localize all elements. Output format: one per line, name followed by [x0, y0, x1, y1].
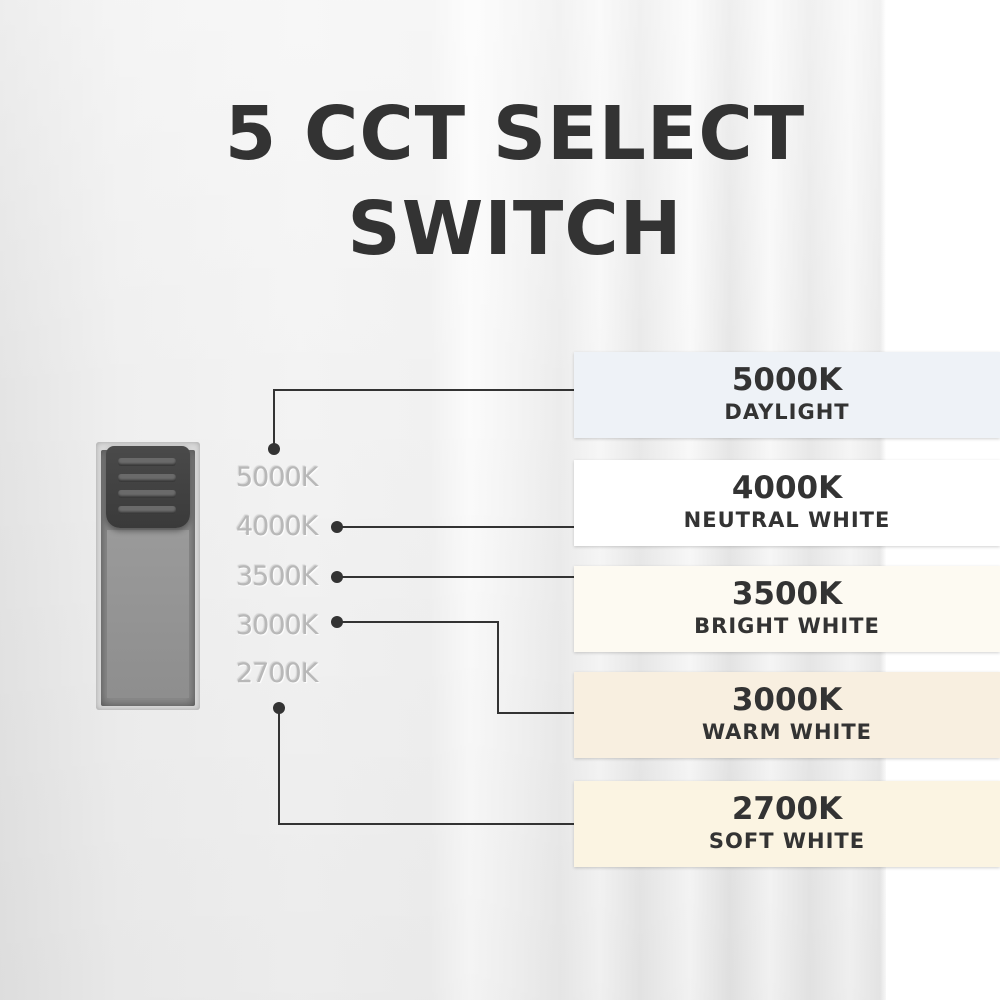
option-temp: 4000K — [731, 470, 843, 506]
option-badge-3000k: 3000K WARM WHITE — [574, 672, 1000, 758]
option-temp: 3000K — [731, 682, 843, 718]
option-temp: 5000K — [731, 362, 843, 398]
option-name: DAYLIGHT — [724, 400, 850, 424]
connector-2700k-vertical — [278, 707, 280, 825]
option-badge-5000k: 5000K DAYLIGHT — [574, 352, 1000, 438]
connector-3000k-horizontal-1 — [336, 621, 498, 623]
connector-4000k — [336, 526, 575, 528]
option-name: SOFT WHITE — [708, 829, 866, 853]
connector-dot-5000k — [268, 443, 280, 455]
switch-track — [107, 530, 189, 698]
connector-3000k-vertical — [497, 621, 499, 714]
option-name: BRIGHT WHITE — [694, 614, 880, 638]
engraved-label-5000k: 5000K — [236, 462, 318, 493]
engraved-label-3000k: 3000K — [236, 610, 318, 641]
option-temp: 3500K — [731, 576, 843, 612]
connector-5000k-vertical — [273, 389, 275, 449]
option-badge-2700k: 2700K SOFT WHITE — [574, 781, 1000, 867]
knob-grip-ridge — [118, 506, 176, 514]
knob-grip-ridge — [118, 490, 176, 498]
connector-2700k-horizontal — [278, 823, 575, 825]
option-badge-3500k: 3500K BRIGHT WHITE — [574, 566, 1000, 652]
connector-dot-3000k — [331, 616, 343, 628]
engraved-label-3500k: 3500K — [236, 561, 318, 592]
option-badge-4000k: 4000K NEUTRAL WHITE — [574, 460, 1000, 546]
option-temp: 2700K — [731, 791, 843, 827]
connector-dot-4000k — [331, 521, 343, 533]
heading-line-2: SWITCH — [347, 186, 683, 272]
connector-3500k — [336, 576, 575, 578]
engraved-label-2700k: 2700K — [236, 658, 318, 689]
knob-grip-ridge — [118, 474, 176, 482]
connector-3000k-horizontal-2 — [497, 712, 575, 714]
switch-knob[interactable] — [106, 446, 190, 528]
connector-dot-3500k — [331, 571, 343, 583]
option-name: NEUTRAL WHITE — [683, 508, 891, 532]
knob-grip-ridge — [118, 458, 176, 466]
connector-5000k-horizontal — [273, 389, 575, 391]
engraved-label-4000k: 4000K — [236, 511, 318, 542]
option-name: WARM WHITE — [701, 720, 873, 744]
heading-line-1: 5 CCT SELECT — [224, 91, 806, 177]
